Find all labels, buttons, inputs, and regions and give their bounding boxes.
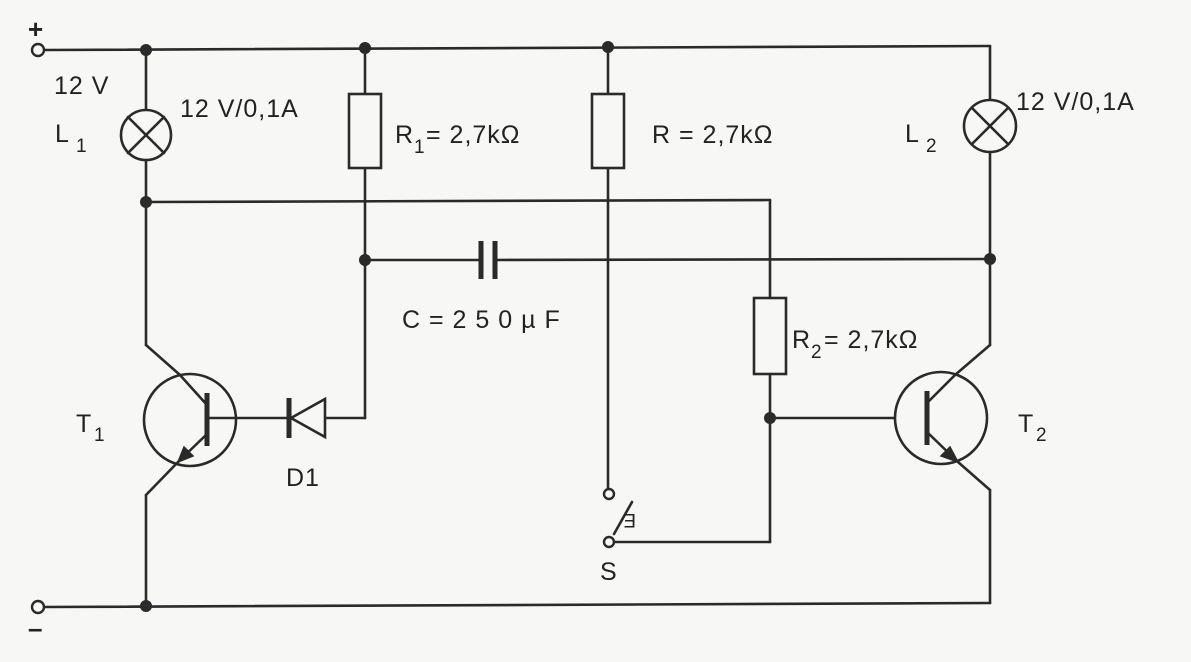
lamp-l1-name: L bbox=[55, 120, 70, 148]
t1-subscript: 1 bbox=[94, 425, 105, 446]
switch-s bbox=[602, 416, 772, 549]
lamp-l1-branch bbox=[144, 48, 182, 377]
resistor-r bbox=[590, 92, 626, 170]
capacitor-wire bbox=[363, 257, 992, 262]
positive-terminal bbox=[30, 42, 46, 58]
r2-value: = 2,7kΩ bbox=[824, 326, 919, 354]
lamp-l1-symbol bbox=[119, 108, 173, 162]
r1-value: = 2,7kΩ bbox=[426, 121, 521, 149]
junction-dot bbox=[984, 253, 996, 265]
resistor-r1 bbox=[347, 92, 383, 170]
t1-name: T bbox=[76, 410, 92, 438]
junction-dot bbox=[140, 196, 152, 208]
t2-subscript: 2 bbox=[1036, 425, 1047, 446]
junction-dot bbox=[359, 254, 371, 266]
junction-dot bbox=[140, 600, 152, 612]
lamp-l2-rating: 12 V/0,1A bbox=[1016, 88, 1135, 116]
junction-dot bbox=[764, 412, 776, 424]
r2-subscript: 2 bbox=[811, 342, 822, 363]
resistor-r2 bbox=[752, 296, 788, 376]
capacitor-c bbox=[478, 241, 498, 279]
r1-subscript: 1 bbox=[414, 137, 425, 158]
cross-link-wire bbox=[144, 198, 772, 300]
lamp-l1-rating: 12 V/0,1A bbox=[180, 95, 299, 123]
lamp-l2-subscript: 2 bbox=[926, 136, 937, 157]
r1-branch bbox=[323, 46, 367, 420]
lamp-l2-name: L bbox=[905, 120, 920, 148]
r2-name: R bbox=[792, 326, 811, 354]
transistor-t2 bbox=[893, 370, 992, 605]
negative-terminal bbox=[30, 599, 46, 615]
junction-dot bbox=[140, 44, 152, 56]
plus-sign: + bbox=[28, 14, 43, 44]
r-value: R = 2,7kΩ bbox=[652, 121, 774, 149]
positive-rail bbox=[42, 44, 992, 102]
minus-sign: – bbox=[28, 613, 42, 643]
t2-name: T bbox=[1018, 410, 1034, 438]
switch-mark: E bbox=[623, 509, 636, 530]
junction-dot bbox=[602, 41, 614, 53]
diode-d1 bbox=[205, 396, 327, 440]
junction-dot bbox=[359, 42, 371, 54]
capacitor-label: C = 2 5 0 µ F bbox=[402, 306, 561, 334]
lamp-l2-branch bbox=[953, 150, 992, 377]
r1-name: R bbox=[395, 121, 414, 149]
supply-voltage-label: 12 V bbox=[54, 72, 109, 100]
transistor-t1 bbox=[142, 372, 238, 609]
lamp-l1-subscript: 1 bbox=[76, 136, 87, 157]
diode-label: D1 bbox=[286, 464, 320, 492]
switch-label: S bbox=[600, 558, 618, 586]
lamp-l2-symbol bbox=[962, 98, 1018, 154]
negative-rail bbox=[42, 601, 992, 609]
